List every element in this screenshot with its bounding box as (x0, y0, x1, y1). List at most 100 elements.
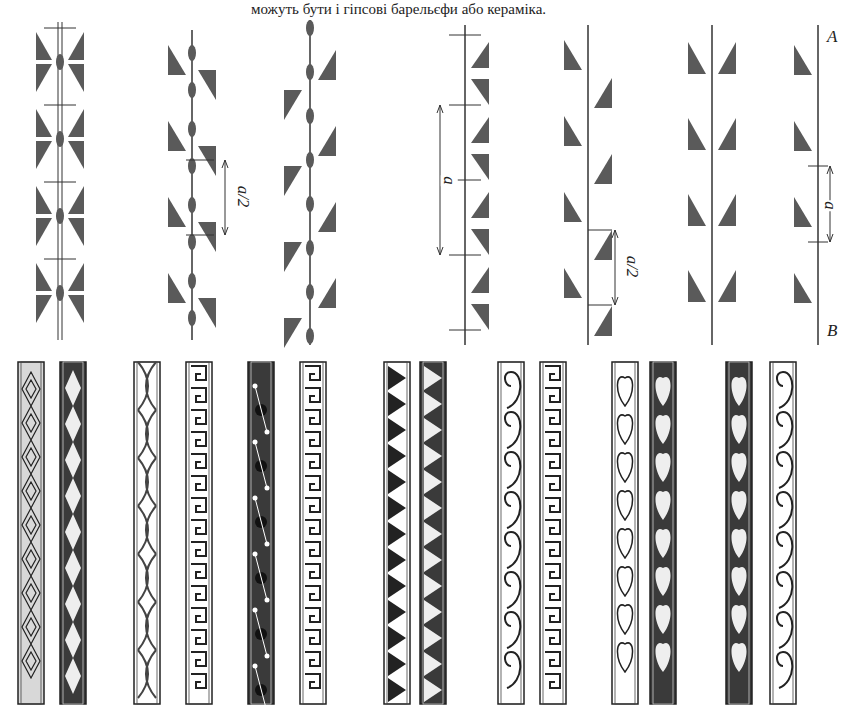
period-tick (186, 160, 214, 161)
axis-line (817, 25, 819, 345)
triangle-motif (68, 263, 84, 291)
triangle-motif (68, 109, 84, 137)
period-tick (588, 305, 612, 306)
period-tick (449, 35, 481, 36)
dimension-label: a/2 (624, 255, 641, 279)
triangle-motif (168, 121, 186, 151)
dimension-arrow (437, 247, 443, 255)
ornament-band (540, 362, 566, 704)
triangle-motif (318, 278, 336, 308)
period-tick (588, 230, 612, 231)
dimension-label: a (441, 175, 458, 186)
oval-dot (188, 82, 196, 98)
dimension-arrow (437, 105, 443, 113)
oval-dot (306, 64, 314, 80)
triangle-motif (68, 186, 84, 214)
dimension-arrow (827, 234, 833, 242)
triangle-motif (471, 154, 489, 180)
ornament-band (186, 362, 212, 704)
oval-dot (188, 310, 196, 326)
ornament-band (498, 362, 524, 704)
ornament-band (18, 362, 44, 704)
ornament-band (650, 362, 676, 704)
triangle-motif (794, 273, 812, 303)
triangle-motif (471, 79, 489, 105)
ornament-band (134, 362, 160, 704)
oval-dot (56, 54, 64, 70)
triangle-motif (36, 263, 52, 291)
period-tick (449, 330, 481, 331)
triangle-motif (471, 117, 489, 143)
triangle-motif (168, 45, 186, 75)
period-tick (44, 28, 76, 29)
dimension-line (225, 160, 226, 235)
axis-line (587, 25, 589, 345)
oval-dot (188, 273, 196, 289)
period-tick (449, 105, 481, 106)
axis-line (464, 25, 466, 345)
ornament-band (726, 362, 752, 704)
period-tick (44, 182, 76, 183)
period-tick (44, 259, 76, 260)
triangle-motif (718, 270, 736, 302)
triangle-motif (594, 306, 612, 336)
triangle-motif (471, 267, 489, 293)
oval-dot (188, 197, 196, 213)
dimension-arrow (612, 297, 618, 305)
point-label: B (826, 322, 838, 339)
triangle-motif (284, 242, 302, 272)
triangle-motif (36, 186, 52, 214)
triangle-motif (318, 126, 336, 156)
point-label: A (826, 28, 838, 45)
period-tick (449, 255, 481, 256)
triangle-motif (594, 154, 612, 184)
oval-dot (188, 121, 196, 137)
dimension-label: a (822, 200, 839, 211)
triangle-motif (564, 116, 582, 146)
oval-dot (188, 234, 196, 250)
triangle-motif (471, 42, 489, 68)
oval-dot (56, 285, 64, 301)
oval-dot (306, 328, 314, 344)
period-tick (808, 242, 828, 243)
triangle-motif (688, 42, 706, 74)
ornament-band (770, 362, 796, 704)
triangle-motif (471, 304, 489, 330)
ornament-band (420, 362, 446, 704)
triangle-motif (168, 197, 186, 227)
period-tick (186, 235, 214, 236)
dimension-arrow (612, 230, 618, 238)
oval-dot (306, 240, 314, 256)
triangle-motif (688, 194, 706, 226)
oval-dot (306, 152, 314, 168)
triangle-motif (284, 166, 302, 196)
dimension-line (615, 230, 616, 305)
triangle-motif (564, 192, 582, 222)
period-tick (44, 105, 76, 106)
axis-line (711, 25, 713, 345)
triangle-motif (36, 295, 52, 323)
triangle-motif (36, 109, 52, 137)
page-text: можуть бути і гіпсові барельєфи або кера… (250, 2, 547, 17)
ornament-band (384, 362, 410, 704)
triangle-motif (471, 192, 489, 218)
ornament-band (612, 362, 638, 704)
triangle-motif (68, 64, 84, 92)
triangle-motif (564, 40, 582, 70)
triangle-motif (198, 222, 216, 252)
triangle-motif (68, 295, 84, 323)
ornament-band (248, 362, 274, 708)
dimension-arrow (222, 160, 228, 168)
triangle-motif (594, 78, 612, 108)
ornament-band (60, 362, 86, 704)
triangle-motif (471, 229, 489, 255)
triangle-motif (36, 32, 52, 60)
triangle-motif (794, 45, 812, 75)
triangle-motif (688, 118, 706, 150)
ornament-band (300, 362, 326, 704)
triangle-motif (594, 230, 612, 260)
triangle-motif (718, 42, 736, 74)
triangle-motif (198, 298, 216, 328)
triangle-motif (718, 194, 736, 226)
